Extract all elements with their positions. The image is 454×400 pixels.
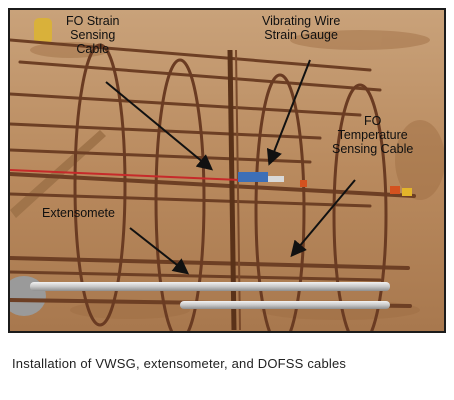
fo-temperature-line-3: Sensing Cable bbox=[332, 142, 414, 156]
vibrating-wire-line-2: Strain Gauge bbox=[264, 28, 338, 42]
fo-strain-line-1: FO Strain bbox=[66, 14, 120, 28]
fo-temperature-line-1: FO bbox=[363, 114, 382, 128]
extensometer-pipe bbox=[30, 282, 390, 291]
extensometer-label: Extensomete bbox=[42, 206, 115, 220]
fo-temperature-line-2: Temperature bbox=[337, 128, 408, 142]
figure-caption: Installation of VWSG, extensometer, and … bbox=[12, 356, 347, 371]
fo-strain-line-3: Cable bbox=[76, 42, 110, 56]
rebar-cage-scene bbox=[10, 10, 444, 331]
annotation-arrows bbox=[105, 59, 356, 275]
fo-strain-cable-line bbox=[10, 169, 241, 181]
gauge-housing bbox=[268, 176, 284, 182]
rebar-hoops bbox=[73, 43, 388, 331]
extensometer-pipe-2 bbox=[180, 301, 390, 309]
site-photo: FO Strain Sensing Cable Vibrating Wire S… bbox=[8, 8, 446, 333]
fo-temperature-label: FO Temperature Sensing Cable bbox=[332, 114, 413, 156]
vibrating-wire-label: Vibrating Wire Strain Gauge bbox=[262, 14, 340, 42]
fo-strain-line-2: Sensing bbox=[70, 28, 116, 42]
vibrating-wire-line-1: Vibrating Wire bbox=[262, 14, 341, 28]
vibrating-wire-gauge bbox=[238, 172, 268, 182]
worker-boot bbox=[34, 18, 52, 44]
fo-strain-label: FO Strain Sensing Cable bbox=[66, 14, 120, 56]
